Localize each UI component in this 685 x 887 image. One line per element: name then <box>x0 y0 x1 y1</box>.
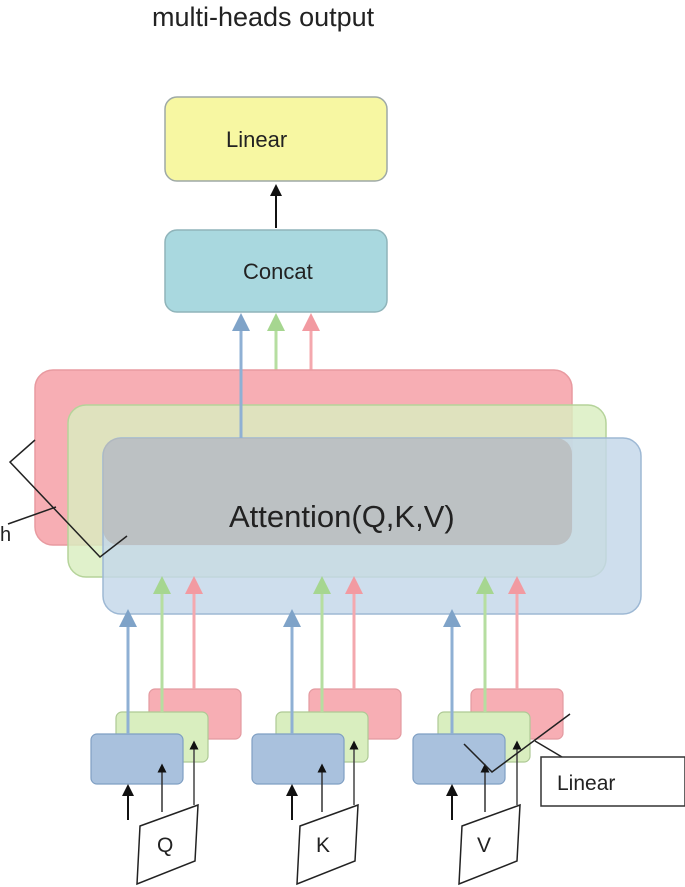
q-input-box <box>136 803 199 886</box>
linear-callout-pointer <box>534 740 563 758</box>
concat-label: Concat <box>243 259 313 284</box>
k-input-label: K <box>316 834 330 857</box>
attention-box <box>103 438 572 545</box>
q-linear-group: Q <box>90 576 242 886</box>
v-linear-blue <box>412 733 506 785</box>
v-input-box <box>458 803 521 886</box>
q-input-label: Q <box>157 834 173 857</box>
attention-label: Attention(Q,K,V) <box>229 499 455 534</box>
linear-output-label: Linear <box>226 127 287 152</box>
linear-callout-brace <box>463 713 571 773</box>
k-input-box <box>296 803 359 886</box>
diagram-title: multi-heads output <box>152 2 375 32</box>
q-linear-blue <box>90 733 184 785</box>
concat-box <box>164 229 388 313</box>
linear-callout-box <box>540 756 685 807</box>
v-input-label: V <box>477 834 491 857</box>
linear-output-box <box>164 96 388 182</box>
k-linear-blue <box>251 733 345 785</box>
v-linear-group: V <box>412 576 564 886</box>
k-linear-group: K <box>251 576 402 886</box>
h-pointer-line <box>7 506 57 525</box>
h-label: h <box>0 524 11 546</box>
linear-callout-label: Linear <box>557 772 615 795</box>
h-brace <box>8 439 128 559</box>
